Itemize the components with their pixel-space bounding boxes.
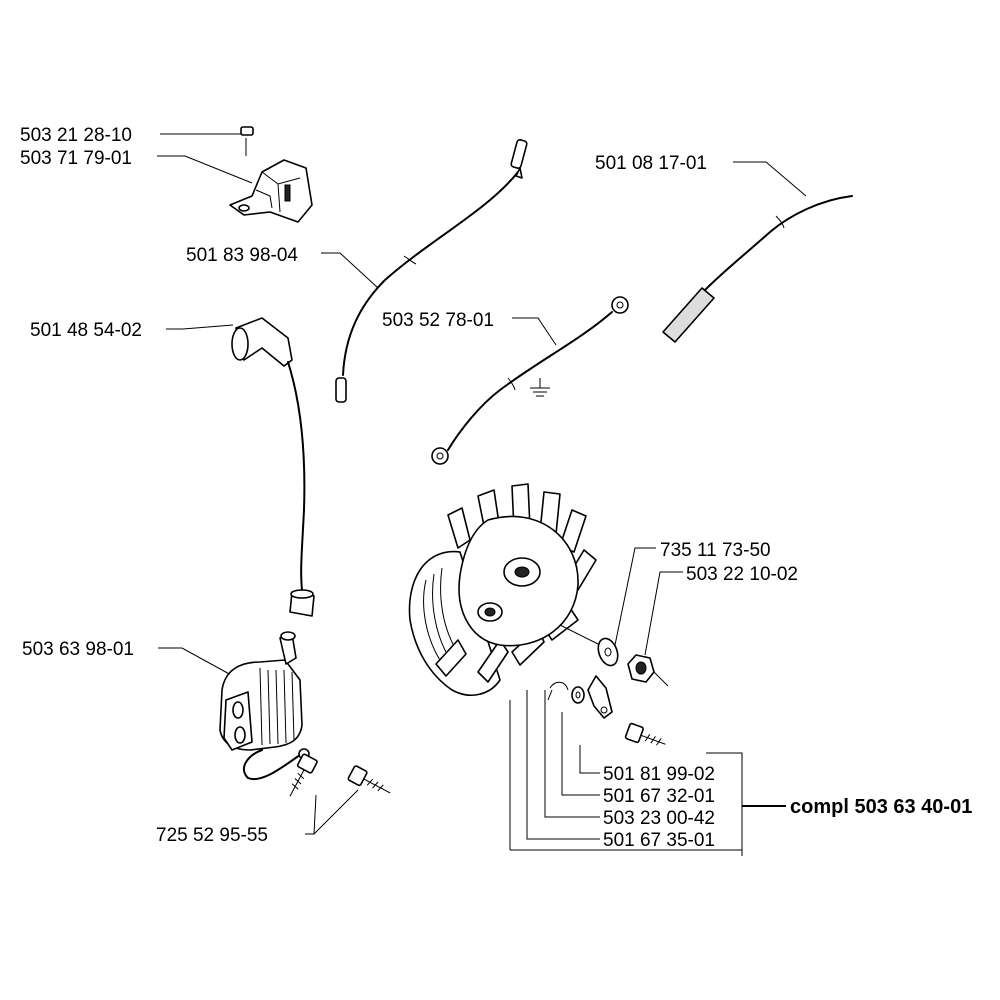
label-501-83-98-04: 501 83 98-04: [186, 245, 298, 266]
label-assembly: compl 503 63 40-01: [790, 796, 972, 818]
stop-switch-housing: [229, 159, 313, 223]
nut: [627, 654, 669, 687]
pawl: [587, 675, 613, 719]
label-725-52-95-55: 725 52 95-55: [156, 825, 268, 846]
flywheel: [408, 483, 601, 696]
label-501-67-35-01: 501 67 35-01: [603, 830, 715, 851]
label-503-22-10-02: 503 22 10-02: [686, 564, 798, 585]
label-503-21-28-10: 503 21 28-10: [20, 125, 132, 146]
spark-plug-cap-and-lead: [231, 317, 315, 617]
label-503-63-98-01: 503 63 98-01: [22, 639, 134, 660]
ground-wire: [431, 296, 629, 465]
label-735-11-73-50: 735 11 73-50: [660, 540, 771, 561]
screw-right: [347, 765, 391, 794]
screw-small-top: [240, 126, 254, 156]
label-501-67-32-01: 501 67 32-01: [603, 786, 715, 807]
ignition-wire: [335, 139, 528, 403]
pawl-washer: [571, 686, 585, 704]
label-501-81-99-02: 501 81 99-02: [603, 764, 715, 785]
ignition-module: [219, 631, 310, 781]
label-503-23-00-42: 503 23 00-42: [603, 808, 715, 829]
ground-symbol-icon: [530, 378, 550, 397]
label-503-71-79-01: 503 71 79-01: [20, 148, 132, 169]
pawl-screw: [624, 722, 666, 746]
module-screws: [289, 753, 391, 797]
washer: [597, 637, 619, 667]
pawl-spring: [547, 681, 569, 701]
screw-left: [289, 753, 318, 797]
label-503-52-78-01: 503 52 78-01: [382, 310, 494, 331]
leader-lines: [157, 133, 807, 856]
label-501-48-54-02: 501 48 54-02: [30, 320, 142, 341]
label-501-08-17-01: 501 08 17-01: [595, 153, 707, 174]
cable-sleeve: [662, 195, 853, 343]
